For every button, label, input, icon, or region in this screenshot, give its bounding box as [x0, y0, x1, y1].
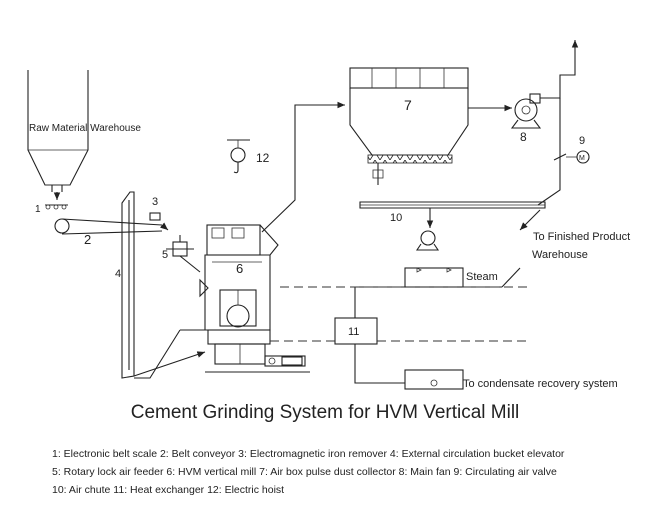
label-10: 10	[390, 212, 402, 224]
legend-line-2: 5: Rotary lock air feeder 6: HVM vertica…	[52, 466, 557, 478]
bucket-elevator	[121, 191, 135, 379]
chute-fan	[415, 208, 440, 251]
valve-motor-letter: M	[579, 155, 585, 162]
belt-conveyor	[54, 218, 169, 235]
circulating-air-duct	[537, 98, 561, 206]
legend-line-3: 10: Air chute 11: Heat exchanger 12: Ele…	[52, 484, 285, 496]
dust-collector	[349, 67, 469, 185]
condensate-label: To condensate recovery system	[463, 378, 618, 390]
diagram-caption: Cement Grinding System for HVM Vertical …	[130, 402, 520, 423]
legend-line-1: 1: Electronic belt scale 2: Belt conveyo…	[52, 448, 565, 460]
label-9: 9	[579, 135, 585, 147]
label-5: 5	[162, 249, 168, 261]
condensate-line	[354, 344, 405, 384]
belt-scale	[45, 204, 68, 210]
label-6: 6	[236, 261, 243, 276]
raw-material-silo	[27, 70, 89, 192]
steam-line	[404, 267, 464, 288]
iron-remover	[149, 212, 161, 221]
exhaust-duct	[540, 40, 579, 99]
circulating-air-valve	[553, 150, 590, 164]
air-duct-to-collector	[261, 101, 345, 233]
main-fan	[510, 93, 542, 129]
label-11: 11	[348, 326, 359, 338]
heat-exchanger	[334, 317, 378, 345]
electric-hoist	[227, 139, 250, 174]
warehouse-label: Warehouse	[532, 249, 588, 261]
label-8: 8	[520, 130, 527, 144]
to-finished-label: To Finished Product	[533, 231, 630, 243]
raw-material-label: Raw Material Warehouse	[29, 123, 141, 134]
label-7: 7	[404, 97, 412, 113]
label-4: 4	[115, 268, 121, 280]
rotary-feeder	[166, 235, 201, 273]
label-3: 3	[152, 196, 158, 208]
air-chute	[359, 201, 546, 209]
label-12: 12	[256, 151, 270, 165]
label-1: 1	[35, 204, 41, 215]
vertical-mill	[180, 224, 310, 373]
chute-to-finished-arrow	[519, 209, 541, 231]
label-2: 2	[84, 232, 91, 247]
steam-label: Steam	[466, 271, 498, 283]
